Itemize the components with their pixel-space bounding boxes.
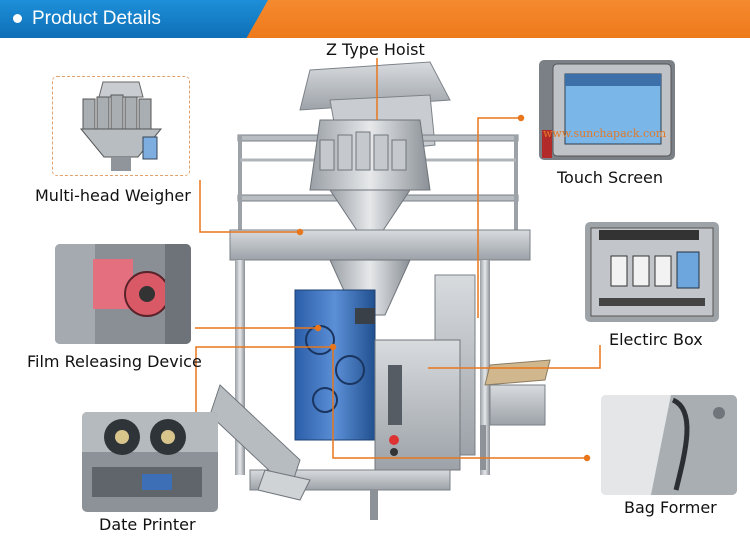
electric-box-photo (585, 222, 719, 322)
label-date-printer: Date Printer (99, 515, 196, 534)
page-title: Product Details (32, 8, 161, 29)
touch-screen-watermark: www.sunchapack.com (543, 127, 667, 140)
bullet-icon (13, 14, 22, 23)
film-releasing-device-photo (55, 244, 191, 344)
header-title-tab (0, 0, 268, 38)
multi-head-weigher-photo (52, 76, 190, 176)
label-z-type-hoist: Z Type Hoist (326, 40, 425, 59)
label-bag-former: Bag Former (624, 498, 717, 517)
bag-former-photo (601, 395, 737, 495)
label-electric-box: Electirc Box (609, 330, 703, 349)
label-multi-head-weigher: Multi-head Weigher (35, 186, 191, 205)
packing-machine-image (180, 40, 580, 535)
label-film-releasing-device: Film Releasing Device (27, 352, 202, 371)
label-touch-screen: Touch Screen (557, 168, 664, 187)
touch-screen-photo (539, 60, 675, 160)
date-printer-photo (82, 412, 218, 512)
